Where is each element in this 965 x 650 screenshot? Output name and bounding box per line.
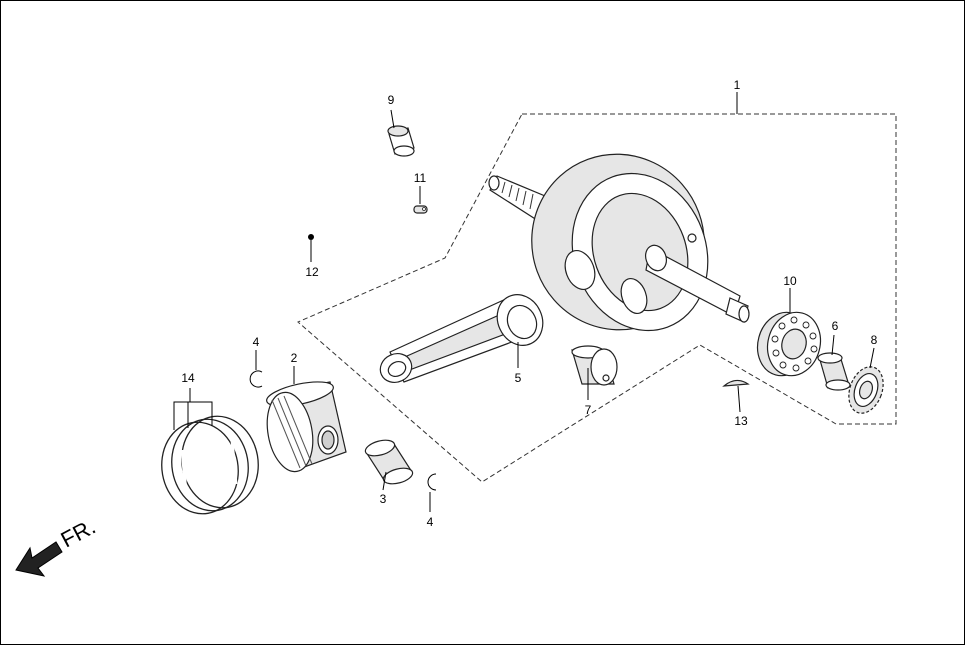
label-part-9: 9 <box>388 93 395 107</box>
label-part-12: 12 <box>305 265 319 279</box>
part-9 <box>387 125 415 157</box>
label-part-8: 8 <box>871 333 878 347</box>
circlip-bottom <box>427 473 437 491</box>
leader-lines <box>173 92 875 512</box>
arrow-down-left-icon <box>15 541 63 577</box>
circlip-top <box>249 370 263 388</box>
label-part-4-top: 4 <box>253 335 260 349</box>
piston-pin <box>364 439 414 485</box>
woodruff-key <box>722 379 750 387</box>
sprocket <box>848 366 884 414</box>
piston-rings <box>161 415 259 515</box>
label-part-1: 1 <box>734 78 741 92</box>
label-part-6: 6 <box>832 319 839 333</box>
part-6 <box>817 352 851 391</box>
label-part-5: 5 <box>515 371 522 385</box>
crankshaft <box>488 153 750 332</box>
label-part-11: 11 <box>414 171 427 185</box>
label-part-13: 13 <box>734 414 748 428</box>
front-direction-label: FR. <box>57 514 100 553</box>
piston <box>266 381 347 473</box>
part-12 <box>308 234 314 240</box>
bearing <box>756 311 822 377</box>
part-11 <box>413 205 428 214</box>
label-part-10: 10 <box>783 274 797 288</box>
connecting-rod <box>379 294 544 383</box>
part-7 <box>571 345 618 386</box>
label-part-3: 3 <box>380 492 387 506</box>
label-part-7: 7 <box>585 403 592 417</box>
label-part-2: 2 <box>291 351 298 365</box>
label-part-4-bottom: 4 <box>427 515 434 529</box>
label-part-14: 14 <box>181 371 195 385</box>
